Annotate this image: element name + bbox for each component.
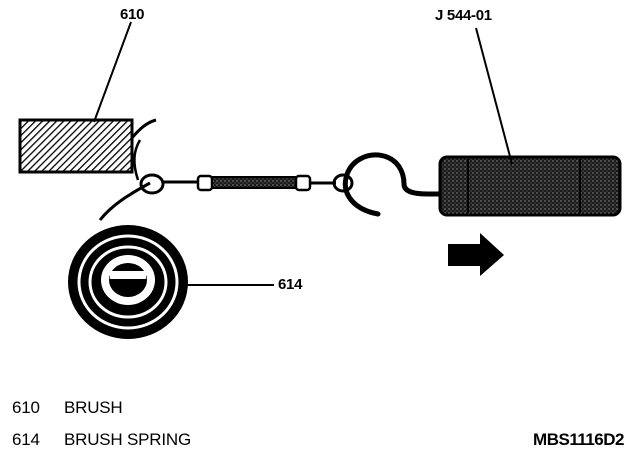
brush-spring-coil [68, 139, 188, 339]
tool-j544-01-handle [438, 155, 622, 217]
pull-direction-arrow-icon [448, 233, 504, 276]
figure-id: MBS1116D2 [533, 430, 624, 449]
leader-j544-01 [475, 27, 513, 165]
legend-item-614: 614 BRUSH SPRING [12, 430, 191, 450]
callout-610: 610 [120, 6, 145, 23]
legend-item-610: 610 BRUSH [12, 398, 123, 418]
brush-block [18, 118, 157, 174]
legend-label: BRUSH SPRING [64, 430, 192, 449]
tool-hook [342, 152, 443, 217]
brush-spring-diagram [18, 21, 622, 339]
legend-label: BRUSH [64, 398, 123, 417]
legend-number: 614 [12, 430, 40, 449]
callout-614: 614 [278, 276, 303, 293]
legend-number: 610 [12, 398, 40, 417]
callout-j544-01: J 544-01 [435, 7, 492, 24]
spring-wire [139, 173, 354, 195]
leader-610 [93, 21, 132, 123]
